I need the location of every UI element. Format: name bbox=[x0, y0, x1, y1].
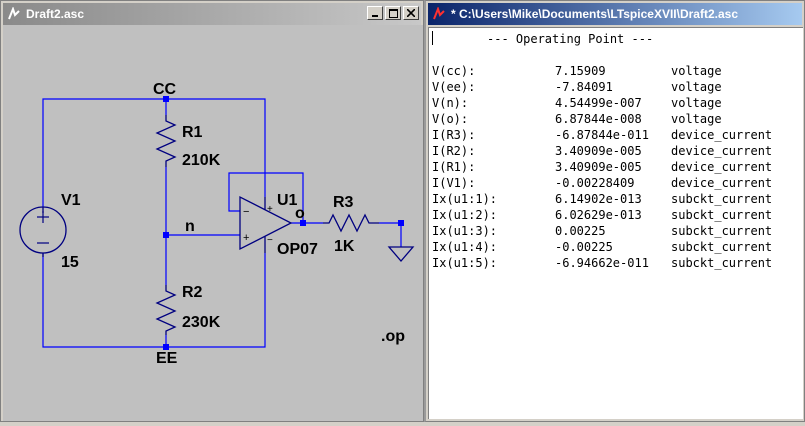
output-row-name: V(cc): bbox=[432, 64, 476, 78]
opamp-minus-sign: − bbox=[243, 206, 249, 218]
junction-o bbox=[300, 220, 306, 226]
net-label-ee: EE bbox=[156, 350, 178, 367]
opamp-supply-plus: + bbox=[267, 204, 273, 215]
output-row-name: Ix(u1:4): bbox=[432, 240, 498, 254]
output-row-type: voltage bbox=[671, 96, 722, 110]
operating-point-header: --- Operating Point --- bbox=[487, 32, 654, 46]
close-button[interactable] bbox=[403, 6, 419, 20]
op-directive[interactable]: .op bbox=[381, 328, 405, 345]
junction-n bbox=[163, 232, 169, 238]
minimize-icon bbox=[372, 15, 378, 17]
output-row-type: subckt_current bbox=[671, 224, 773, 238]
output-row-name: I(R3): bbox=[432, 128, 476, 142]
output-row-value: 3.40909e-005 bbox=[555, 160, 642, 174]
output-window: * C:\Users\Mike\Documents\LTspiceXVII\Dr… bbox=[424, 0, 805, 422]
output-row-name: I(V1): bbox=[432, 176, 476, 190]
output-row-type: voltage bbox=[671, 112, 722, 126]
output-title: * C:\Users\Mike\Documents\LTspiceXVII\Dr… bbox=[451, 7, 738, 21]
r2-name-label: R2 bbox=[182, 284, 203, 301]
r1-name-label: R1 bbox=[182, 124, 203, 141]
output-row-value: 6.14902e-013 bbox=[555, 192, 642, 206]
output-row-name: I(R2): bbox=[432, 144, 476, 158]
resistor-r2[interactable] bbox=[155, 285, 177, 335]
output-row-value: -6.94662e-011 bbox=[555, 256, 649, 270]
output-row-type: subckt_current bbox=[671, 208, 773, 222]
junction-gnd bbox=[398, 220, 404, 226]
ltspice-output-icon bbox=[431, 6, 447, 22]
output-row-type: device_current bbox=[671, 160, 773, 174]
output-row-name: Ix(u1:1): bbox=[432, 192, 498, 206]
output-row-name: V(ee): bbox=[432, 80, 476, 94]
wire-v1-ee bbox=[42, 253, 166, 348]
u1-name-label: U1 bbox=[277, 192, 298, 209]
output-row-name: Ix(u1:3): bbox=[432, 224, 498, 238]
output-row-name: V(o): bbox=[432, 112, 469, 126]
schematic-title: Draft2.asc bbox=[26, 7, 85, 21]
output-row-value: 6.87844e-008 bbox=[555, 112, 642, 126]
output-row-value: -6.87844e-011 bbox=[555, 128, 649, 142]
r1-value-label: 210K bbox=[182, 152, 221, 169]
output-row-type: voltage bbox=[671, 80, 722, 94]
wire-ee-opamp bbox=[166, 253, 266, 348]
output-titlebar[interactable]: * C:\Users\Mike\Documents\LTspiceXVII\Dr… bbox=[428, 3, 802, 25]
junction-cc bbox=[163, 96, 169, 102]
junctions bbox=[163, 96, 404, 350]
minimize-button[interactable] bbox=[367, 6, 383, 20]
resistor-r1[interactable] bbox=[155, 115, 177, 167]
output-row-value: 4.54499e-007 bbox=[555, 96, 642, 110]
schematic-canvas[interactable]: − + + − CC EE n o R1 210K R2 230K R3 1K … bbox=[3, 25, 423, 421]
schematic-window: Draft2.asc bbox=[0, 0, 424, 422]
wires bbox=[42, 98, 402, 348]
net-label-o: o bbox=[295, 205, 305, 222]
output-row-type: device_current bbox=[671, 128, 773, 142]
junction-ee bbox=[163, 344, 169, 350]
output-row-type: device_current bbox=[671, 144, 773, 158]
u1-model-label: OP07 bbox=[277, 241, 318, 258]
output-row-name: V(n): bbox=[432, 96, 469, 110]
v1-value-label: 15 bbox=[61, 254, 79, 271]
maximize-icon bbox=[388, 8, 398, 18]
close-icon bbox=[407, 9, 415, 17]
opamp-plus-sign: + bbox=[243, 232, 249, 244]
output-row-value: -0.00225 bbox=[555, 240, 613, 254]
schematic-titlebar[interactable]: Draft2.asc bbox=[3, 3, 421, 25]
wire-feedback bbox=[228, 172, 304, 223]
output-row-value: 7.15909 bbox=[555, 64, 606, 78]
output-row-value: 3.40909e-005 bbox=[555, 144, 642, 158]
opamp-u1[interactable]: − + + − bbox=[239, 195, 293, 253]
voltage-source-v1[interactable] bbox=[19, 206, 67, 257]
wire-cc-v1 bbox=[42, 98, 166, 207]
output-row-name: Ix(u1:5): bbox=[432, 256, 498, 270]
operating-point-output[interactable]: --- Operating Point --- V(cc): 7.15909 vol… bbox=[428, 27, 803, 419]
output-row-value: 0.00225 bbox=[555, 224, 606, 238]
maximize-button[interactable] bbox=[385, 6, 401, 20]
output-row-type: voltage bbox=[671, 64, 722, 78]
r2-value-label: 230K bbox=[182, 314, 221, 331]
resistor-r3[interactable] bbox=[323, 213, 379, 233]
wire-cc-opamp bbox=[166, 98, 266, 197]
output-row-name: Ix(u1:2): bbox=[432, 208, 498, 222]
net-label-n: n bbox=[185, 218, 195, 235]
text-caret bbox=[432, 31, 433, 45]
ltspice-icon bbox=[6, 6, 22, 22]
output-row-type: subckt_current bbox=[671, 256, 773, 270]
output-row-type: subckt_current bbox=[671, 192, 773, 206]
net-label-cc: CC bbox=[153, 81, 177, 98]
output-row-type: device_current bbox=[671, 176, 773, 190]
r3-name-label: R3 bbox=[333, 194, 354, 211]
output-row-value: -0.00228409 bbox=[555, 176, 635, 190]
schematic-drawing[interactable]: − + + − CC EE n o R1 210K R2 230K R3 1K … bbox=[3, 25, 423, 421]
output-row-name: I(R1): bbox=[432, 160, 476, 174]
v1-name-label: V1 bbox=[61, 192, 81, 209]
output-row-value: -7.84091 bbox=[555, 80, 613, 94]
output-row-type: subckt_current bbox=[671, 240, 773, 254]
opamp-supply-minus: − bbox=[267, 235, 273, 246]
output-row-value: 6.02629e-013 bbox=[555, 208, 642, 222]
ground-symbol[interactable] bbox=[387, 246, 415, 262]
r3-value-label: 1K bbox=[334, 238, 355, 255]
